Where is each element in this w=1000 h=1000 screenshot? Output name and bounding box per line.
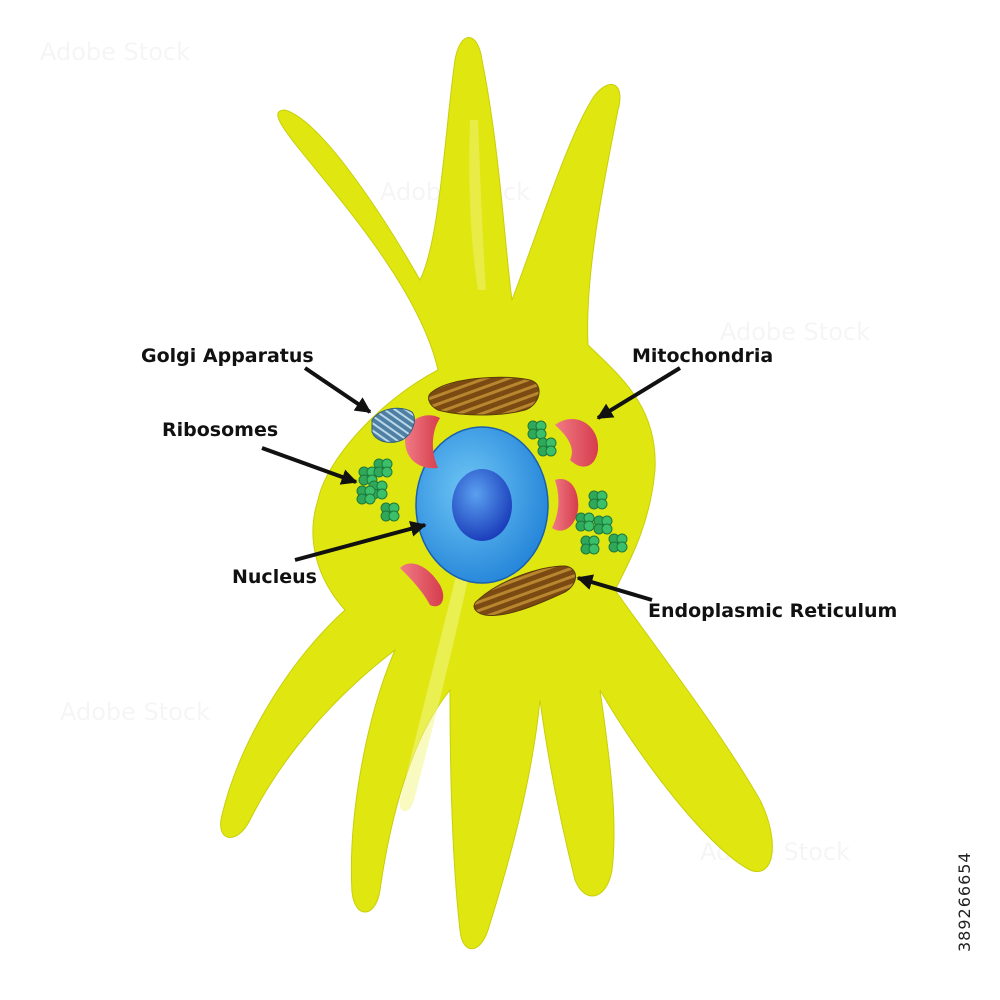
arrows (261, 366, 682, 602)
label-ribosomes: Ribosomes (162, 419, 278, 441)
er-arrow (576, 574, 653, 602)
label-nucleus: Nucleus (232, 566, 317, 588)
cell-highlight (399, 560, 470, 812)
watermark: Adobe Stock (720, 318, 870, 346)
watermark: Adobe Stock (60, 698, 210, 726)
label-golgi-apparatus: Golgi Apparatus (141, 345, 314, 367)
mitochondria (400, 415, 599, 607)
label-endoplasmic-reticulum: Endoplasmic Reticulum (648, 600, 897, 622)
endoplasmic-reticulum (428, 376, 576, 616)
golgi-arrow (303, 366, 372, 414)
nucleus (415, 426, 549, 584)
stock-id: 389266654 (955, 851, 974, 952)
mitochondria-arrow (596, 366, 682, 420)
cell-highlight (469, 120, 486, 290)
golgi-apparatus (371, 407, 415, 443)
nucleus-arrow (294, 521, 427, 562)
ribosomes-arrow (261, 446, 358, 485)
label-mitochondria: Mitochondria (632, 345, 773, 367)
watermark: Adobe Stock (40, 38, 190, 66)
